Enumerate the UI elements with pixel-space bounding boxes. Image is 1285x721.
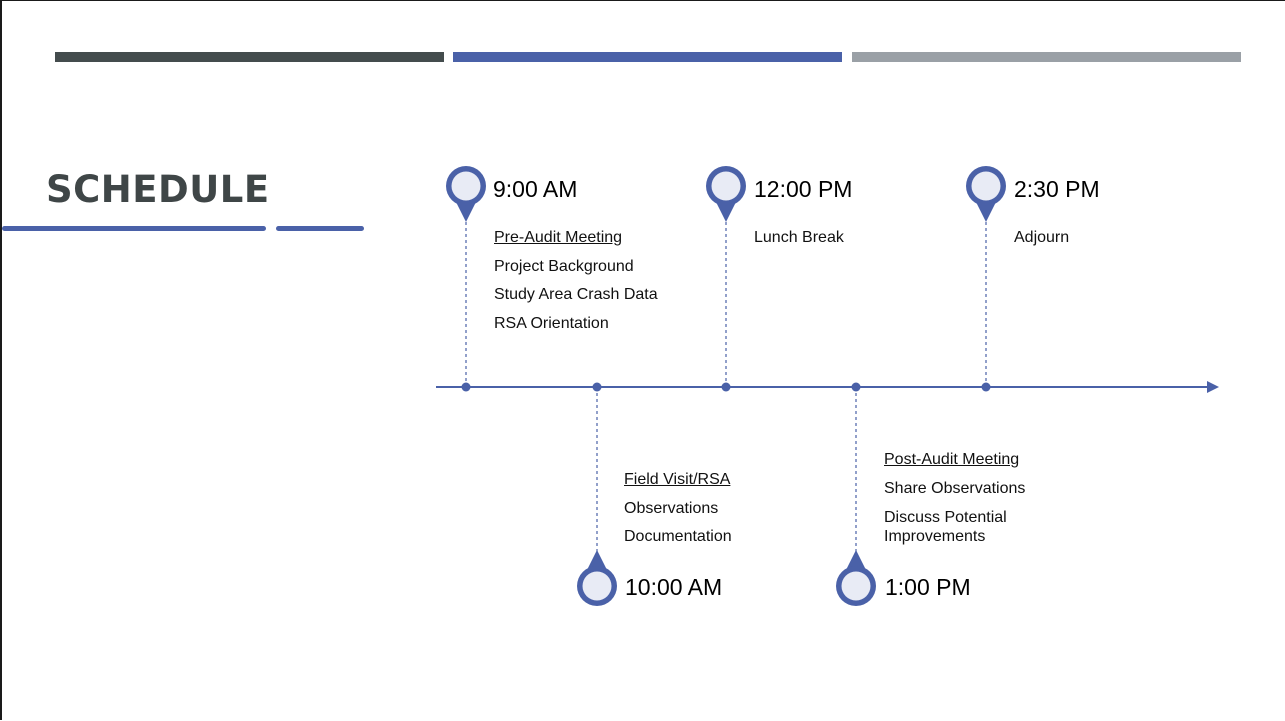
pin-9am-center (451, 171, 481, 201)
slide-title: SCHEDULE (46, 168, 270, 211)
event-item: Adjourn (1014, 229, 1070, 246)
event-item: Study Area Crash Data (494, 286, 658, 303)
event-heading: Pre-Audit Meeting (494, 229, 623, 246)
event-time-1pm: 1:00 PM (885, 574, 971, 600)
event-time-9am: 9:00 AM (493, 176, 578, 202)
pin-12pm-axis-dot (721, 382, 731, 392)
event-item: Share Observations (884, 479, 1026, 497)
event-details-1pm: Post-Audit Meeting Share Observations Di… (884, 446, 1044, 546)
event-time-230pm: 2:30 PM (1014, 176, 1100, 202)
event-item: Discuss Potential Improvements (884, 509, 1007, 545)
event-item: Project Background (494, 257, 634, 275)
event-item: Observations (624, 499, 719, 517)
event-time-12pm: 12:00 PM (754, 176, 853, 202)
header-bar-blue (453, 52, 842, 62)
event-item: Documentation (624, 528, 732, 545)
pin-10am-axis-dot (592, 382, 602, 392)
header-bar-gray (852, 52, 1241, 62)
event-item: RSA Orientation (494, 314, 609, 332)
event-details-9am: Pre-Audit Meeting Project Background Stu… (494, 224, 658, 338)
header-bar-dark (55, 52, 444, 62)
event-details-12pm: Lunch Break (754, 224, 844, 253)
pin-10am-center (582, 571, 612, 601)
title-underline-short (276, 226, 364, 231)
event-details-10am: Field Visit/RSA Observations Documentati… (624, 466, 732, 552)
event-item: Lunch Break (754, 229, 844, 246)
pin-230pm-axis-dot (981, 382, 991, 392)
pin-1pm-axis-dot (851, 382, 861, 392)
title-underline-long (2, 226, 266, 231)
timeline-arrowhead (1207, 381, 1219, 393)
pin-9am-axis-dot (461, 382, 471, 392)
pin-230pm-center (971, 171, 1001, 201)
event-heading: Field Visit/RSA (624, 471, 731, 488)
event-heading: Post-Audit Meeting (884, 451, 1020, 468)
event-details-230pm: Adjourn (1014, 224, 1069, 253)
pin-1pm-center (841, 571, 871, 601)
pin-12pm-center (711, 171, 741, 201)
event-time-10am: 10:00 AM (625, 574, 723, 600)
